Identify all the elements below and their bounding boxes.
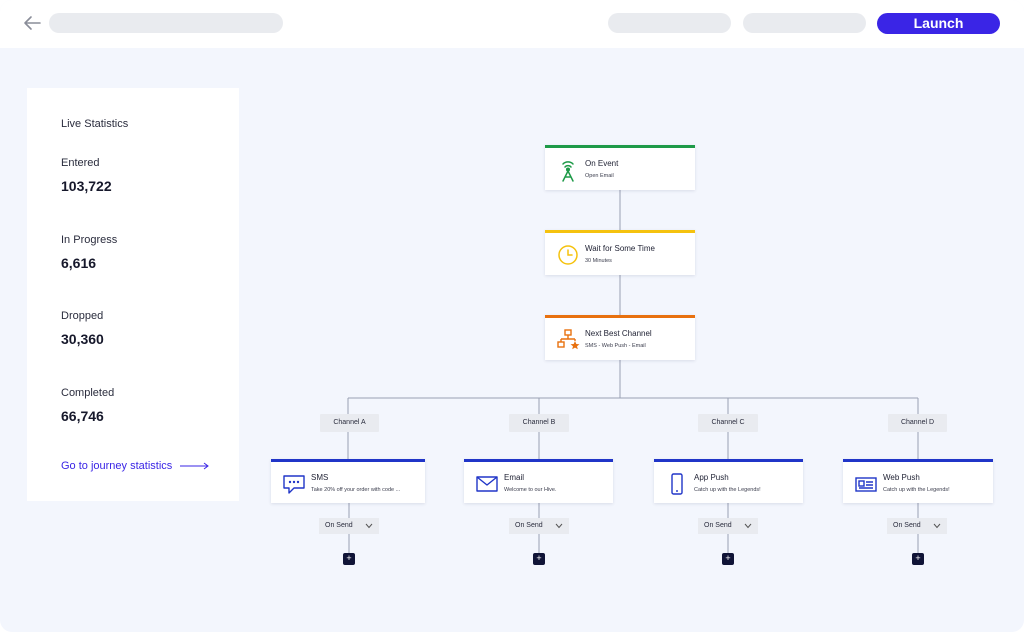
on-event-node[interactable]: On Event Open Email: [545, 145, 695, 190]
live-statistics-panel: Live Statistics Entered 103,722 In Progr…: [27, 88, 239, 501]
stat-label: Entered: [61, 157, 100, 169]
back-arrow-icon[interactable]: [20, 12, 44, 34]
channel-b-trigger-select[interactable]: On Send: [509, 518, 569, 534]
add-step-button[interactable]: +: [912, 553, 924, 565]
sms-node[interactable]: SMS Take 20% off your order with code ..…: [271, 459, 425, 503]
app-push-node[interactable]: App Push Catch up with the Legends!: [654, 459, 803, 503]
web-push-node[interactable]: Web Push Catch up with the Legends!: [843, 459, 993, 503]
node-subtitle: SMS - Web Push - Email: [585, 343, 646, 349]
journey-title-placeholder: [49, 13, 283, 33]
wait-node[interactable]: Wait for Some Time 30 Minutes: [545, 230, 695, 275]
stat-value: 6,616: [61, 255, 97, 271]
stat-value: 103,722: [61, 178, 112, 194]
node-title: Next Best Channel: [585, 329, 652, 338]
arrow-right-icon: [180, 462, 210, 470]
node-title: Web Push: [883, 473, 920, 482]
add-step-button[interactable]: +: [722, 553, 734, 565]
stat-entered: Entered 103,722: [61, 157, 112, 194]
node-title: Wait for Some Time: [585, 244, 655, 253]
node-subtitle: Catch up with the Legends!: [694, 487, 761, 493]
trigger-label: On Send: [515, 522, 543, 529]
stat-value: 66,746: [61, 408, 104, 424]
channel-tree-icon: [557, 329, 580, 350]
stat-label: In Progress: [61, 234, 118, 246]
node-title: App Push: [694, 473, 729, 482]
stat-completed: Completed 66,746: [61, 387, 114, 424]
stat-in-progress: In Progress 6,616: [61, 234, 117, 271]
channel-b-label: Channel B: [509, 414, 569, 432]
antenna-icon: [562, 161, 574, 182]
live-statistics-title: Live Statistics: [61, 118, 129, 130]
toolbar-placeholder-2[interactable]: [743, 13, 866, 33]
channel-a-trigger-select[interactable]: On Send: [319, 518, 379, 534]
channel-d-label: Channel D: [888, 414, 947, 432]
clock-icon: [558, 245, 578, 265]
node-subtitle: Open Email: [585, 173, 614, 179]
add-step-button[interactable]: +: [533, 553, 545, 565]
stat-dropped: Dropped 30,360: [61, 310, 104, 347]
chevron-down-icon: [365, 523, 373, 529]
toolbar-placeholder-1[interactable]: [608, 13, 731, 33]
channel-c-trigger-select[interactable]: On Send: [698, 518, 758, 534]
trigger-label: On Send: [893, 522, 921, 529]
node-title: Email: [504, 473, 525, 482]
node-subtitle: Take 20% off your order with code ...: [311, 487, 401, 493]
chevron-down-icon: [744, 523, 752, 529]
node-subtitle: 30 Minutes: [585, 258, 612, 264]
node-title: On Event: [585, 159, 619, 168]
stat-label: Completed: [61, 387, 115, 399]
mobile-phone-icon: [671, 473, 683, 495]
sms-chat-icon: [283, 475, 305, 494]
stat-label: Dropped: [61, 310, 104, 322]
node-subtitle: Welcome to our Hive.: [504, 487, 557, 493]
channel-d-trigger-select[interactable]: On Send: [887, 518, 947, 534]
email-node[interactable]: Email Welcome to our Hive.: [464, 459, 613, 503]
node-title: SMS: [311, 473, 329, 482]
journey-statistics-link[interactable]: Go to journey statistics: [61, 460, 210, 472]
chevron-down-icon: [933, 523, 941, 529]
channel-c-label: Channel C: [698, 414, 758, 432]
trigger-label: On Send: [325, 522, 353, 529]
add-step-button[interactable]: +: [343, 553, 355, 565]
trigger-label: On Send: [704, 522, 732, 529]
channel-a-label: Channel A: [320, 414, 379, 432]
journey-statistics-link-label: Go to journey statistics: [61, 460, 173, 472]
chevron-down-icon: [555, 523, 563, 529]
top-bar: Launch: [0, 0, 1024, 48]
launch-button[interactable]: Launch: [877, 13, 1000, 34]
stat-value: 30,360: [61, 331, 104, 347]
next-best-channel-node[interactable]: Next Best Channel SMS - Web Push - Email: [545, 315, 695, 360]
node-subtitle: Catch up with the Legends!: [883, 487, 950, 493]
browser-card-icon: [855, 477, 877, 492]
envelope-icon: [476, 476, 498, 492]
